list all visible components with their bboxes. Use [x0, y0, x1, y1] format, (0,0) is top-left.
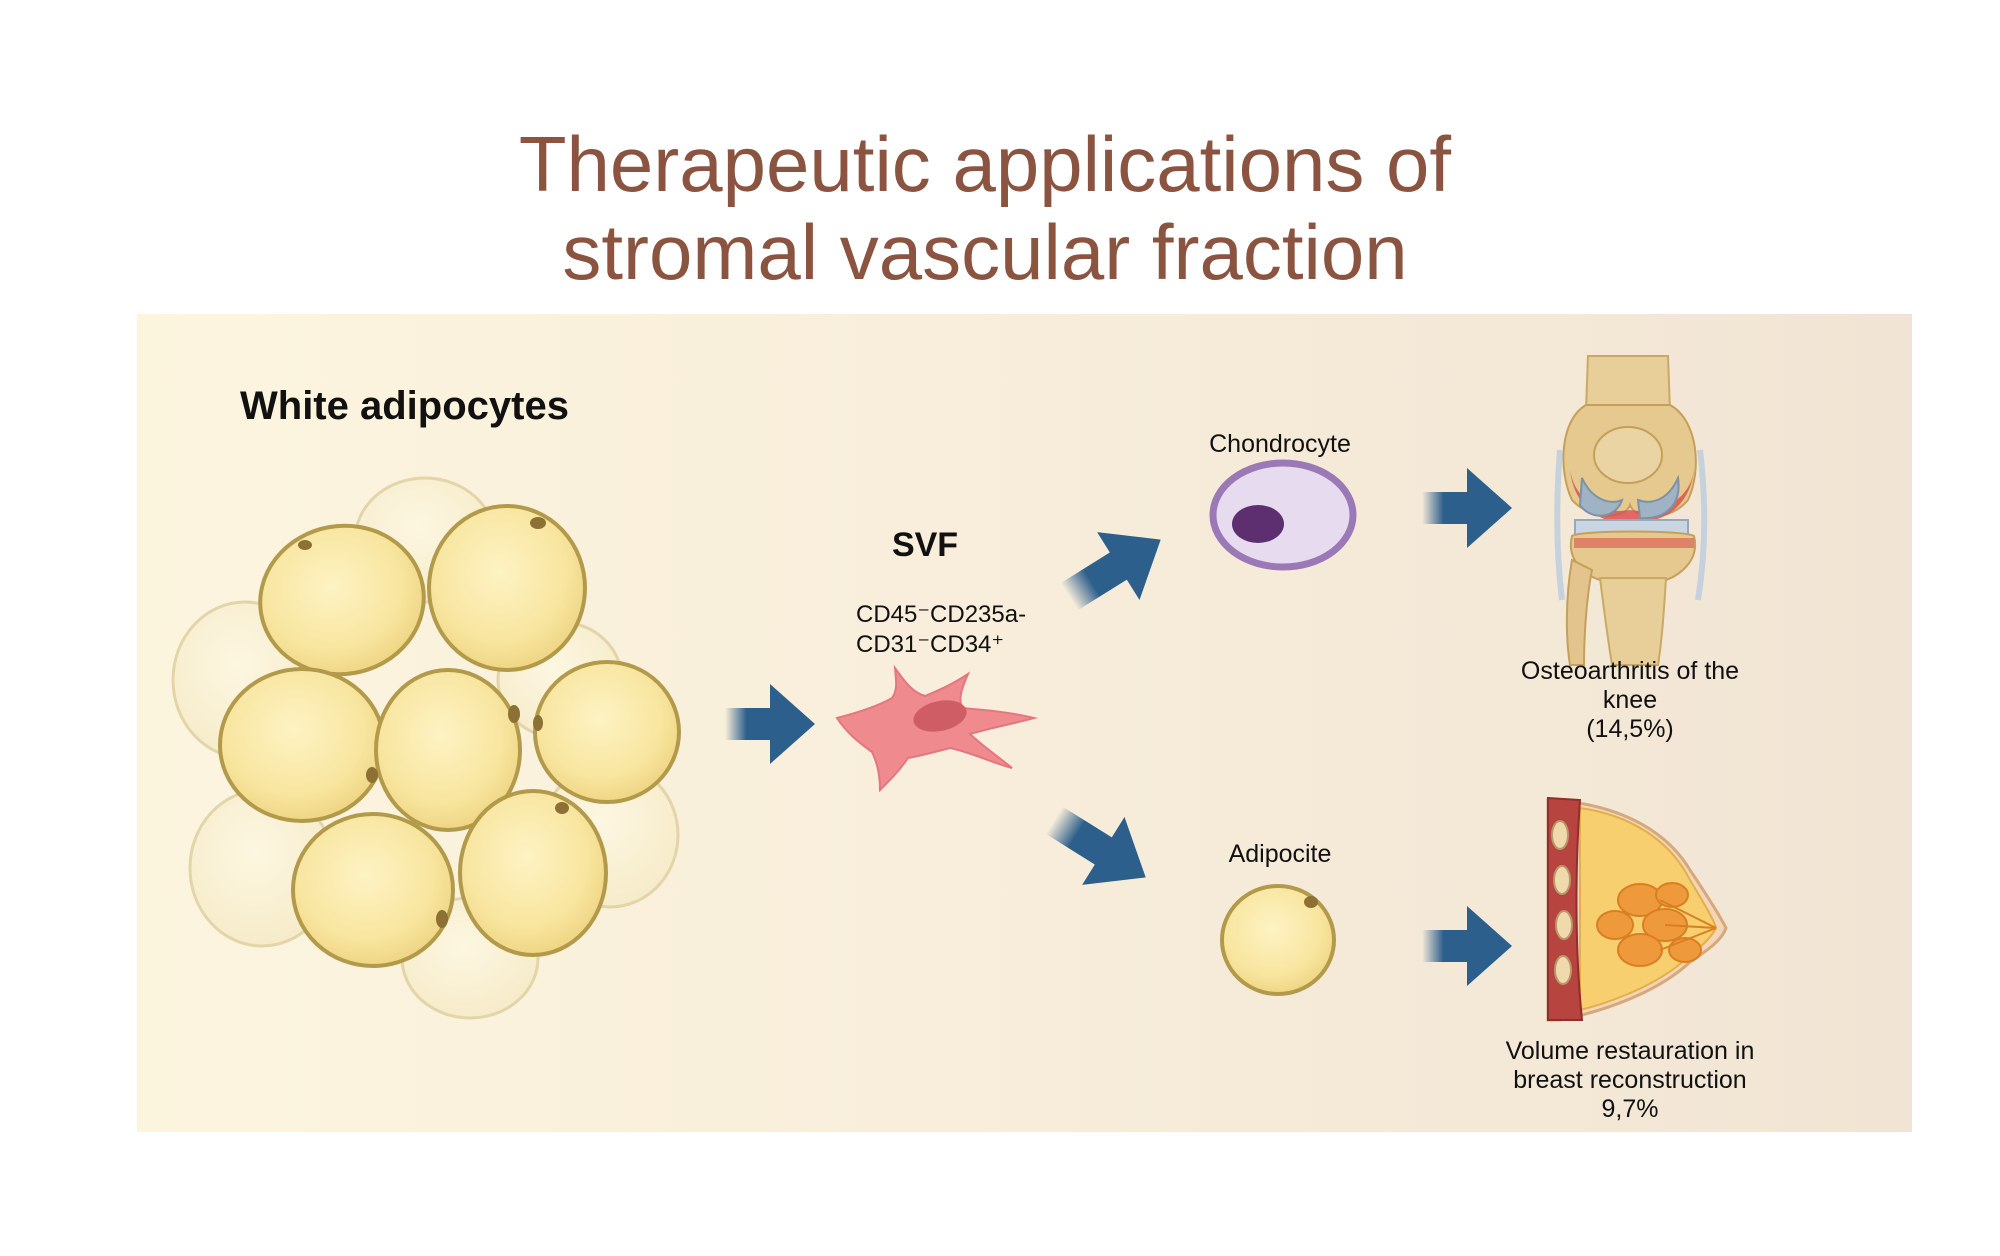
label-white-adipocytes: White adipocytes — [240, 384, 569, 428]
adipocite-cell — [1220, 884, 1336, 996]
knee-line-2: knee — [1602, 686, 1658, 714]
label-svf: SVF — [891, 526, 959, 564]
breast-section-illustration — [1546, 796, 1728, 1022]
arrow-to-breast — [1422, 906, 1512, 986]
label-breast-reconstruction: Volume restauration in breast reconstruc… — [1470, 1037, 1790, 1124]
white-adipocyte-cluster — [171, 476, 681, 1020]
label-adipocite: Adipocite — [1228, 840, 1332, 868]
breast-line-2: breast reconstruction — [1513, 1066, 1747, 1094]
markers-line-2: CD31⁻CD34⁺ — [856, 631, 1005, 658]
label-knee-osteoarthritis: Osteoarthritis of the knee (14,5%) — [1490, 657, 1770, 744]
label-chondrocyte: Chondrocyte — [1209, 430, 1351, 458]
arrow-to-chondrocyte — [1060, 532, 1161, 611]
adipocyte-nuclei — [298, 517, 569, 928]
adipocyte-front-cells — [218, 504, 681, 968]
arrow-to-svf — [725, 684, 815, 764]
title-line-2: stromal vascular fraction — [562, 208, 1408, 296]
knee-joint-illustration — [1554, 355, 1708, 666]
knee-percentage: (14,5%) — [1586, 715, 1674, 743]
knee-line-1: Osteoarthritis of the — [1520, 657, 1740, 685]
breast-percentage: 9,7% — [1601, 1095, 1659, 1123]
markers-line-1: CD45⁻CD235a- — [856, 601, 1027, 628]
arrow-to-knee — [1422, 468, 1512, 548]
arrow-to-adipocite — [1045, 806, 1146, 885]
chondrocyte-cell — [1209, 459, 1357, 571]
breast-line-1: Volume restauration in — [1505, 1037, 1755, 1065]
figure-title: Therapeutic applications of stromal vasc… — [0, 120, 1970, 296]
svf-cell — [835, 664, 1038, 793]
label-svf-markers: CD45⁻CD235a- CD31⁻CD34⁺ — [856, 600, 1076, 660]
title-line-1: Therapeutic applications of — [518, 120, 1452, 208]
